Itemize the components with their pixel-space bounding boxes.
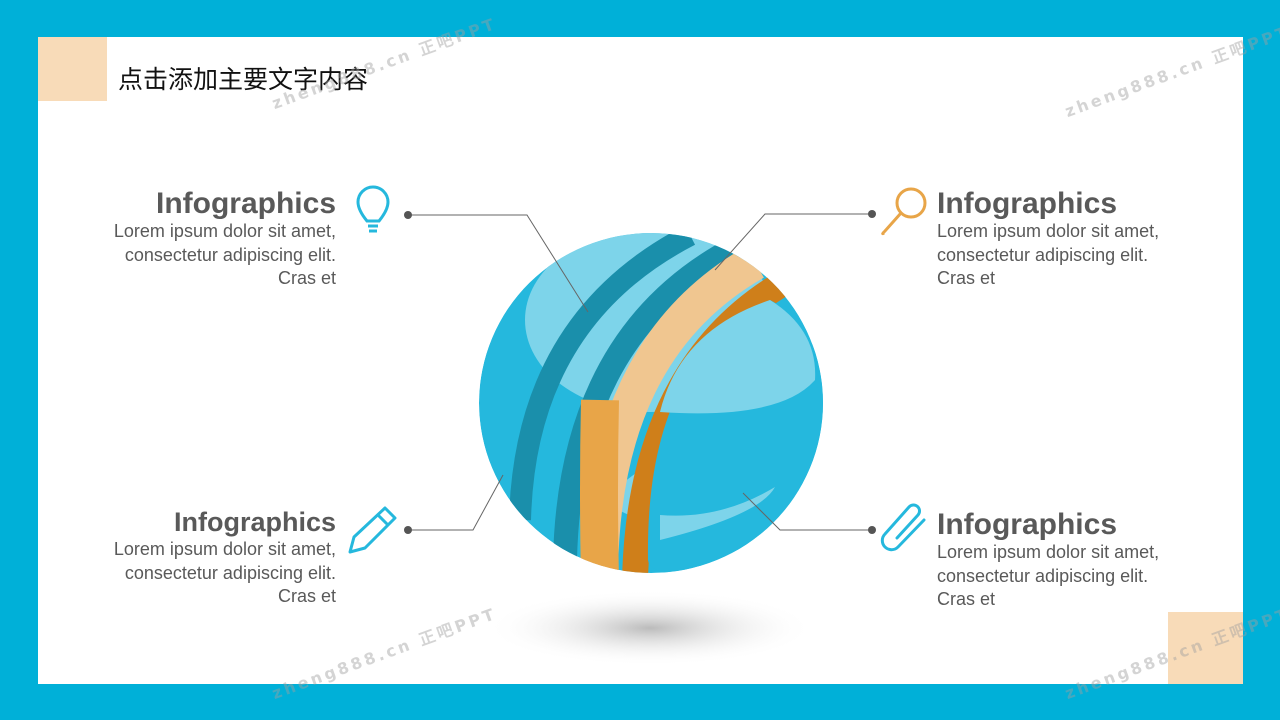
info-text: consectetur adipiscing elit. [124,562,336,583]
accent-square-top [38,37,107,101]
info-text: Cras et [937,268,996,288]
magnifier-icon [881,187,927,236]
info-block-top-right: Infographics Lorem ipsum dolor sit amet,… [937,188,1237,291]
info-block-top-left: Infographics Lorem ipsum dolor sit amet,… [36,188,336,291]
info-block-bottom-right: Infographics Lorem ipsum dolor sit amet,… [937,509,1237,612]
info-title: Infographics [937,508,1118,541]
info-text: Lorem ipsum dolor sit amet, [113,221,336,241]
connector-dot [868,526,876,534]
info-text: Cras et [937,589,996,609]
info-title: Infographics [155,187,336,220]
info-text: consectetur adipiscing elit. [124,244,336,265]
info-text: consectetur adipiscing elit. [937,565,1149,586]
accent-square-bottom [1168,612,1243,684]
info-text: Lorem ipsum dolor sit amet, [937,221,1160,241]
lightbulb-icon [356,185,390,233]
info-text: Cras et [277,586,336,606]
paperclip-icon [880,503,926,552]
band-dark-2 [553,237,741,561]
info-text: consectetur adipiscing elit. [937,244,1149,265]
band-dark-1 [509,233,696,521]
connector-dot [404,211,412,219]
info-block-bottom-left: Infographics Lorem ipsum dolor sit amet,… [36,506,336,609]
info-title: Infographics [173,507,336,537]
connector-dot [868,210,876,218]
connector-lines [408,213,872,531]
info-text: Lorem ipsum dolor sit amet, [937,542,1160,562]
info-title: Infographics [937,187,1118,220]
pencil-icon [348,506,397,554]
info-text: Lorem ipsum dolor sit amet, [113,539,336,559]
sphere-shadow [485,590,815,666]
info-text: Cras et [277,268,336,288]
connector-dot [404,526,412,534]
page-title[interactable]: 点击添加主要文字内容 [118,65,369,94]
